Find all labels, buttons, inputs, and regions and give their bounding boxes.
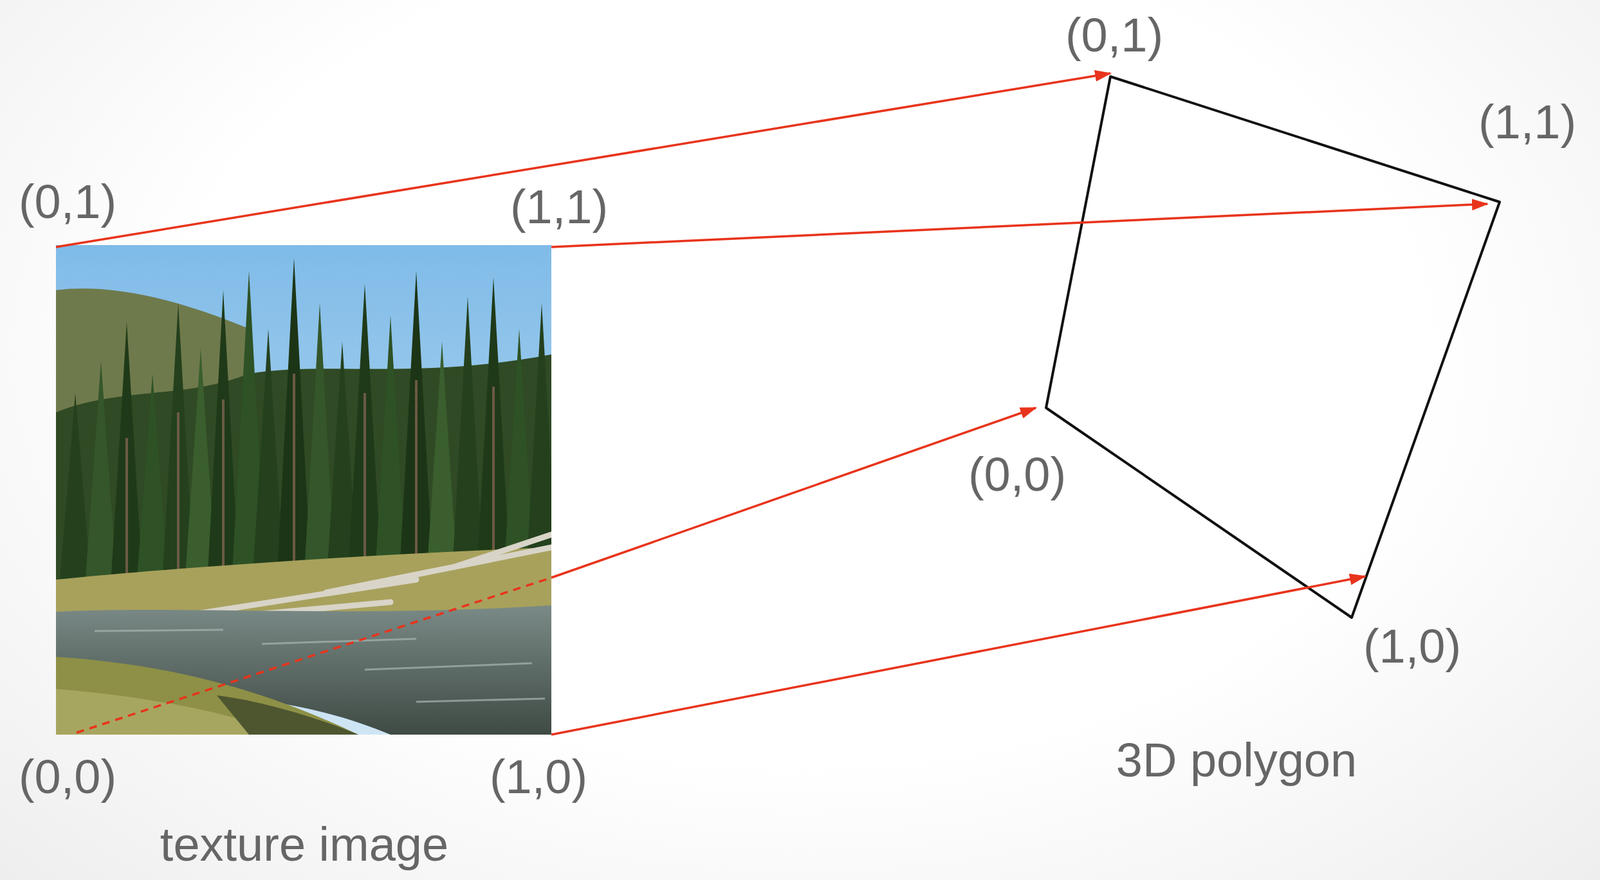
corner-coordinate: (0,0) xyxy=(968,450,1067,499)
sky xyxy=(55,245,552,735)
mapping-arrow xyxy=(551,576,1366,735)
corner-coordinate: (0,0) xyxy=(18,753,117,801)
conifer-trees xyxy=(58,257,552,596)
corner-coordinate: (1,0) xyxy=(489,753,588,801)
caption-label: texture image xyxy=(160,820,449,869)
corner-coordinate: (0,1) xyxy=(1065,11,1164,60)
grass-shadow xyxy=(216,695,359,735)
polygon-outline xyxy=(1046,76,1500,618)
photo-group xyxy=(55,245,552,735)
corner-coordinate: (1,0) xyxy=(1363,622,1462,671)
mapping-arrow xyxy=(551,203,1488,248)
mapping-arrows xyxy=(55,73,1488,735)
corner-coordinate: (1,1) xyxy=(1478,98,1577,147)
corner-coordinate: (1,1) xyxy=(510,183,608,231)
caption-label: 3D polygon xyxy=(1116,736,1357,785)
corner-coordinate: (0,1) xyxy=(18,178,117,226)
mapping-arrow xyxy=(551,407,1036,578)
mapping-arrow xyxy=(55,73,1111,248)
grass-foreground xyxy=(55,656,359,735)
hidden-arrow-part xyxy=(76,577,552,733)
